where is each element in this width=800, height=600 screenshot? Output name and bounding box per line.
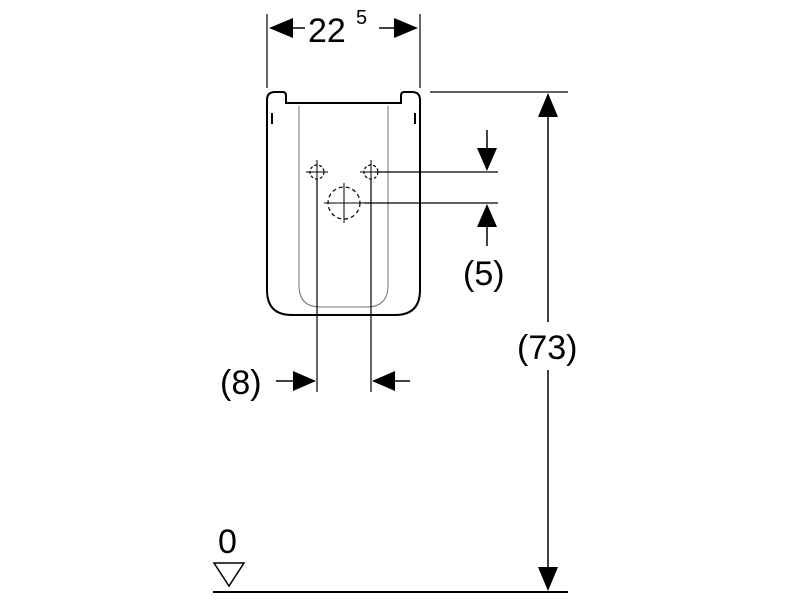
pedestal-outline [266,91,421,316]
total-height-dimension: (73) [430,91,587,591]
hole-spacing-dimension: (8) [220,180,410,402]
water-supply-hole-left [306,160,328,186]
hole-spacing-label: (8) [220,364,262,402]
width-label: 22 [308,12,346,50]
floor-label: 0 [218,523,237,561]
hole-offset-dimension: (5) [364,130,505,293]
hole-offset-arrow-bottom [477,204,497,227]
height-arrow-top [538,93,558,117]
width-label-superscript: 5 [356,7,367,29]
width-arrow-left [269,18,293,38]
floor-reference: 0 [212,523,568,593]
pedestal-outer-shape [266,91,421,316]
hole-spacing-arrow-right [372,371,395,391]
pedestal-inner-contour [298,106,389,308]
width-arrow-right [394,18,418,38]
drain-hole [324,183,364,223]
hole-spacing-arrow-left [293,371,316,391]
width-dimension: 22 5 [266,6,421,88]
floor-level-marker-icon [212,562,246,588]
total-height-label: (73) [517,329,577,367]
height-arrow-bottom [538,567,558,591]
hole-offset-label: (5) [463,255,505,293]
hole-offset-arrow-top [477,148,497,171]
